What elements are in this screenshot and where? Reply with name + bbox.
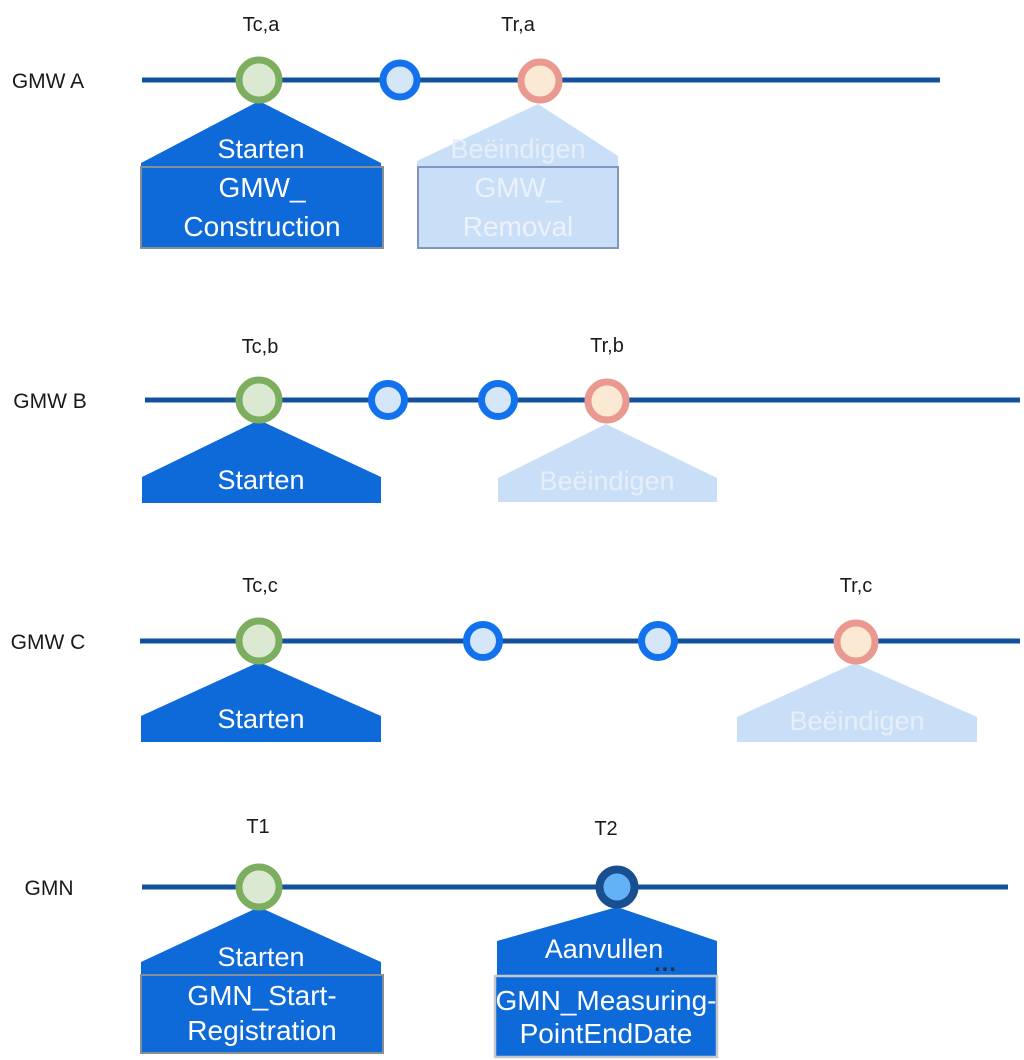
callout-title-start-b: Starten <box>217 465 304 495</box>
marker-mid-c2 <box>638 621 678 661</box>
callout-title-start-a: Starten <box>217 134 304 164</box>
callout-box-line1-end-gmn: GMN_Measuring- <box>496 985 717 1016</box>
callout-ellipsis-gmn: … <box>653 950 679 977</box>
row-label-gmw-c: GMW C <box>11 631 86 654</box>
marker-mid-b1 <box>368 380 408 420</box>
callout-title-start-c: Starten <box>217 704 304 734</box>
time-label-t2: T2 <box>594 818 617 840</box>
row-gmn: GMN T1 T2 Starten GMN_Start- Registratio… <box>25 816 1008 1059</box>
callout-box-line2-end-gmn: PointEndDate <box>520 1018 693 1049</box>
callout-box-end-gmn <box>493 974 719 1059</box>
marker-start-a <box>235 56 283 104</box>
marker-end-c <box>833 619 879 665</box>
callout-box-line1-start-gmn: GMN_Start- <box>187 980 336 1011</box>
callout-box-start-gmn <box>140 974 384 1054</box>
callout-pentagon-end-c <box>737 663 977 742</box>
marker-start-b <box>235 376 283 424</box>
callout-pentagon-end-b <box>498 424 717 502</box>
time-label-tra: Tr,a <box>501 14 536 36</box>
callout-pentagon-end-gmn <box>497 907 717 975</box>
row-label-gmw-a: GMW A <box>12 70 84 93</box>
time-label-tcc: Tc,c <box>242 575 278 597</box>
time-label-tca: Tc,a <box>243 14 281 36</box>
marker-end-b <box>584 378 630 424</box>
marker-start-c <box>235 617 283 665</box>
row-gmw-a: GMW A Tc,a Tr,a Starten GMW_ Constructio… <box>12 14 940 249</box>
callout-title-end-c: Beëindigen <box>789 706 924 736</box>
callout-pentagon-start-c <box>141 662 381 742</box>
marker-mid-b2 <box>478 380 518 420</box>
callout-title-end-b: Beëindigen <box>539 466 674 496</box>
callout-box-line2-end-a: Removal <box>463 211 573 242</box>
marker-mid-c1 <box>463 621 503 661</box>
marker-start-gmn <box>235 863 283 911</box>
callout-box-start-a <box>140 166 384 249</box>
callout-pentagon-end-a <box>417 104 618 167</box>
row-label-gmw-b: GMW B <box>13 390 87 413</box>
callout-box-line2-start-a: Construction <box>183 211 340 242</box>
time-label-trc: Tr,c <box>840 575 873 597</box>
time-label-trb: Tr,b <box>590 335 624 357</box>
callout-title-end-gmn: Aanvullen <box>545 934 664 964</box>
marker-mid-a1 <box>379 59 421 101</box>
callout-box-end-a <box>417 166 619 249</box>
time-label-t1: T1 <box>246 816 269 838</box>
row-label-gmn: GMN <box>25 877 74 900</box>
marker-end-a <box>517 58 563 104</box>
callout-title-start-gmn: Starten <box>217 942 304 972</box>
callout-box-line1-end-a: GMW_ <box>474 172 562 203</box>
callout-title-end-a: Beëindigen <box>450 134 585 164</box>
marker-t2-gmn <box>595 865 639 909</box>
row-gmw-b: GMW B Tc,b Tr,b Starten Beëindigen <box>13 335 1020 503</box>
callout-pentagon-start-b <box>142 420 381 503</box>
callout-pentagon-start-a <box>141 101 381 167</box>
callout-pentagon-start-gmn <box>141 907 381 975</box>
callout-box-line2-start-gmn: Registration <box>187 1015 336 1046</box>
callout-box-line1-start-a: GMW_ <box>218 172 306 203</box>
time-label-tcb: Tc,b <box>242 336 279 358</box>
row-gmw-c: GMW C Tc,c Tr,c Starten Beëindigen <box>11 575 1020 742</box>
